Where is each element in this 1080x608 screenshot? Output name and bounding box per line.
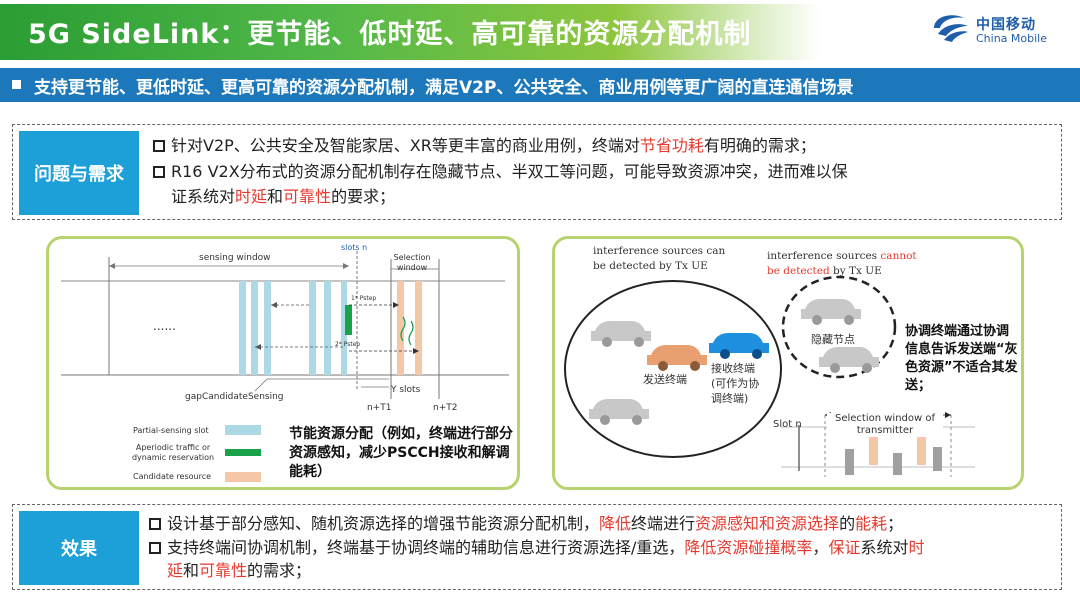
energy-saving-desc: 节能资源分配（例如，终端进行部分资源感知，减少PSCCH接收和解调能耗） bbox=[289, 426, 513, 480]
coordination-figure bbox=[564, 275, 975, 477]
checkbox-icon bbox=[153, 140, 165, 152]
y-slots-label: Y slots bbox=[391, 385, 421, 395]
detectable-note-1: interference sources can bbox=[593, 245, 726, 257]
receiver-label: 接收终端(可作为协调终端) bbox=[711, 362, 760, 405]
problem-bullet-1: 针对V2P、公共安全及智能家居、XR等更丰富的商业用例，终端对节省功耗有明确的需… bbox=[153, 133, 816, 158]
effect-label: 效果 bbox=[19, 511, 139, 585]
n-t2-label: n+T2 bbox=[433, 403, 458, 413]
coordination-desc: 协调终端通过协调信息告诉发送端“灰色资源”不适合其发送； bbox=[905, 324, 1018, 393]
problem-section: 问题与需求 针对V2P、公共安全及智能家居、XR等更丰富的商业用例，终端对节省功… bbox=[12, 124, 1062, 220]
subtitle-bar: 支持更节能、更低时延、更高可靠的资源分配机制，满足V2P、公共安全、商业用例等更… bbox=[0, 68, 1080, 102]
legend-partial-sensing: Partial-sensing slot bbox=[133, 426, 209, 435]
logo-cn: 中国移动 bbox=[976, 17, 1036, 33]
sender-label: 发送终端 bbox=[643, 373, 687, 386]
effect-section: 效果 设计基于部分感知、随机资源选择的增强节能资源分配机制，降低终端进行资源感知… bbox=[12, 504, 1062, 590]
slots-n-label: slots n bbox=[341, 243, 368, 252]
title-bar: 5G SideLink：更节能、低时延、高可靠的资源分配机制 中国移动 Chin… bbox=[0, 0, 1080, 64]
pstep-2-label: 2* Pstep bbox=[335, 341, 361, 348]
pstep-1-label: 1* Pstep bbox=[351, 295, 377, 302]
legend-aperiodic: Aperiodic traffic or dynamic reservation bbox=[131, 443, 215, 462]
slot-n-label: Slot n bbox=[773, 419, 802, 430]
sensing-window-label: sensing window bbox=[199, 253, 271, 263]
partial-sensing-diagram: sensing window slots n Selection window … bbox=[46, 236, 520, 490]
subtitle-text: 支持更节能、更低时延、更高可靠的资源分配机制，满足V2P、公共安全、商业用例等更… bbox=[34, 78, 854, 98]
selection-window-label: Selection window bbox=[393, 253, 431, 272]
ellipsis-label: ...... bbox=[153, 319, 176, 333]
square-bullet-icon bbox=[12, 80, 21, 89]
checkbox-icon bbox=[149, 542, 161, 554]
problem-label: 问题与需求 bbox=[19, 131, 139, 215]
gap-label: gapCandidateSensing bbox=[185, 392, 284, 402]
effect-bullet-2-cont: 延和可靠性的需求； bbox=[167, 561, 312, 580]
effect-bullet-1: 设计基于部分感知、随机资源选择的增强节能资源分配机制，降低终端进行资源感知和资源… bbox=[149, 511, 903, 536]
inter-ue-coordination-diagram: interference sources can be detected by … bbox=[552, 236, 1024, 490]
selection-window-tx-label: Selection window of transmitter bbox=[827, 413, 943, 437]
logo-icon bbox=[934, 15, 968, 42]
problem-bullet-2-cont: 证系统对时延和可靠性的要求； bbox=[171, 187, 396, 206]
n-t1-label: n+T1 bbox=[367, 403, 392, 413]
hidden-note-2: be detected by Tx UE bbox=[767, 265, 882, 277]
problem-bullet-2: R16 V2X分布式的资源分配机制存在隐藏节点、半双工等问题，可能导致资源冲突，… bbox=[153, 159, 848, 184]
sender-car-icon bbox=[647, 345, 707, 365]
page-title: 5G SideLink：更节能、低时延、高可靠的资源分配机制 bbox=[28, 19, 752, 50]
checkbox-icon bbox=[149, 518, 161, 530]
hidden-note-1: interference sources cannot bbox=[767, 250, 917, 262]
effect-bullet-2: 支持终端间协调机制，终端基于协调终端的辅助信息进行资源选择/重选，降低资源碰撞概… bbox=[149, 535, 924, 560]
car-icon bbox=[589, 299, 879, 425]
logo-en: China Mobile bbox=[976, 32, 1048, 45]
detectable-note-2: be detected by Tx UE bbox=[593, 260, 708, 272]
title-background bbox=[0, 4, 820, 60]
sensing-timeline bbox=[61, 251, 509, 482]
hidden-node-label: 隐藏节点 bbox=[811, 333, 855, 346]
china-mobile-logo: 中国移动 China Mobile bbox=[930, 10, 1070, 52]
legend-candidate: Candidate resource bbox=[133, 472, 212, 481]
checkbox-icon bbox=[153, 166, 165, 178]
receiver-car-icon bbox=[709, 333, 769, 353]
